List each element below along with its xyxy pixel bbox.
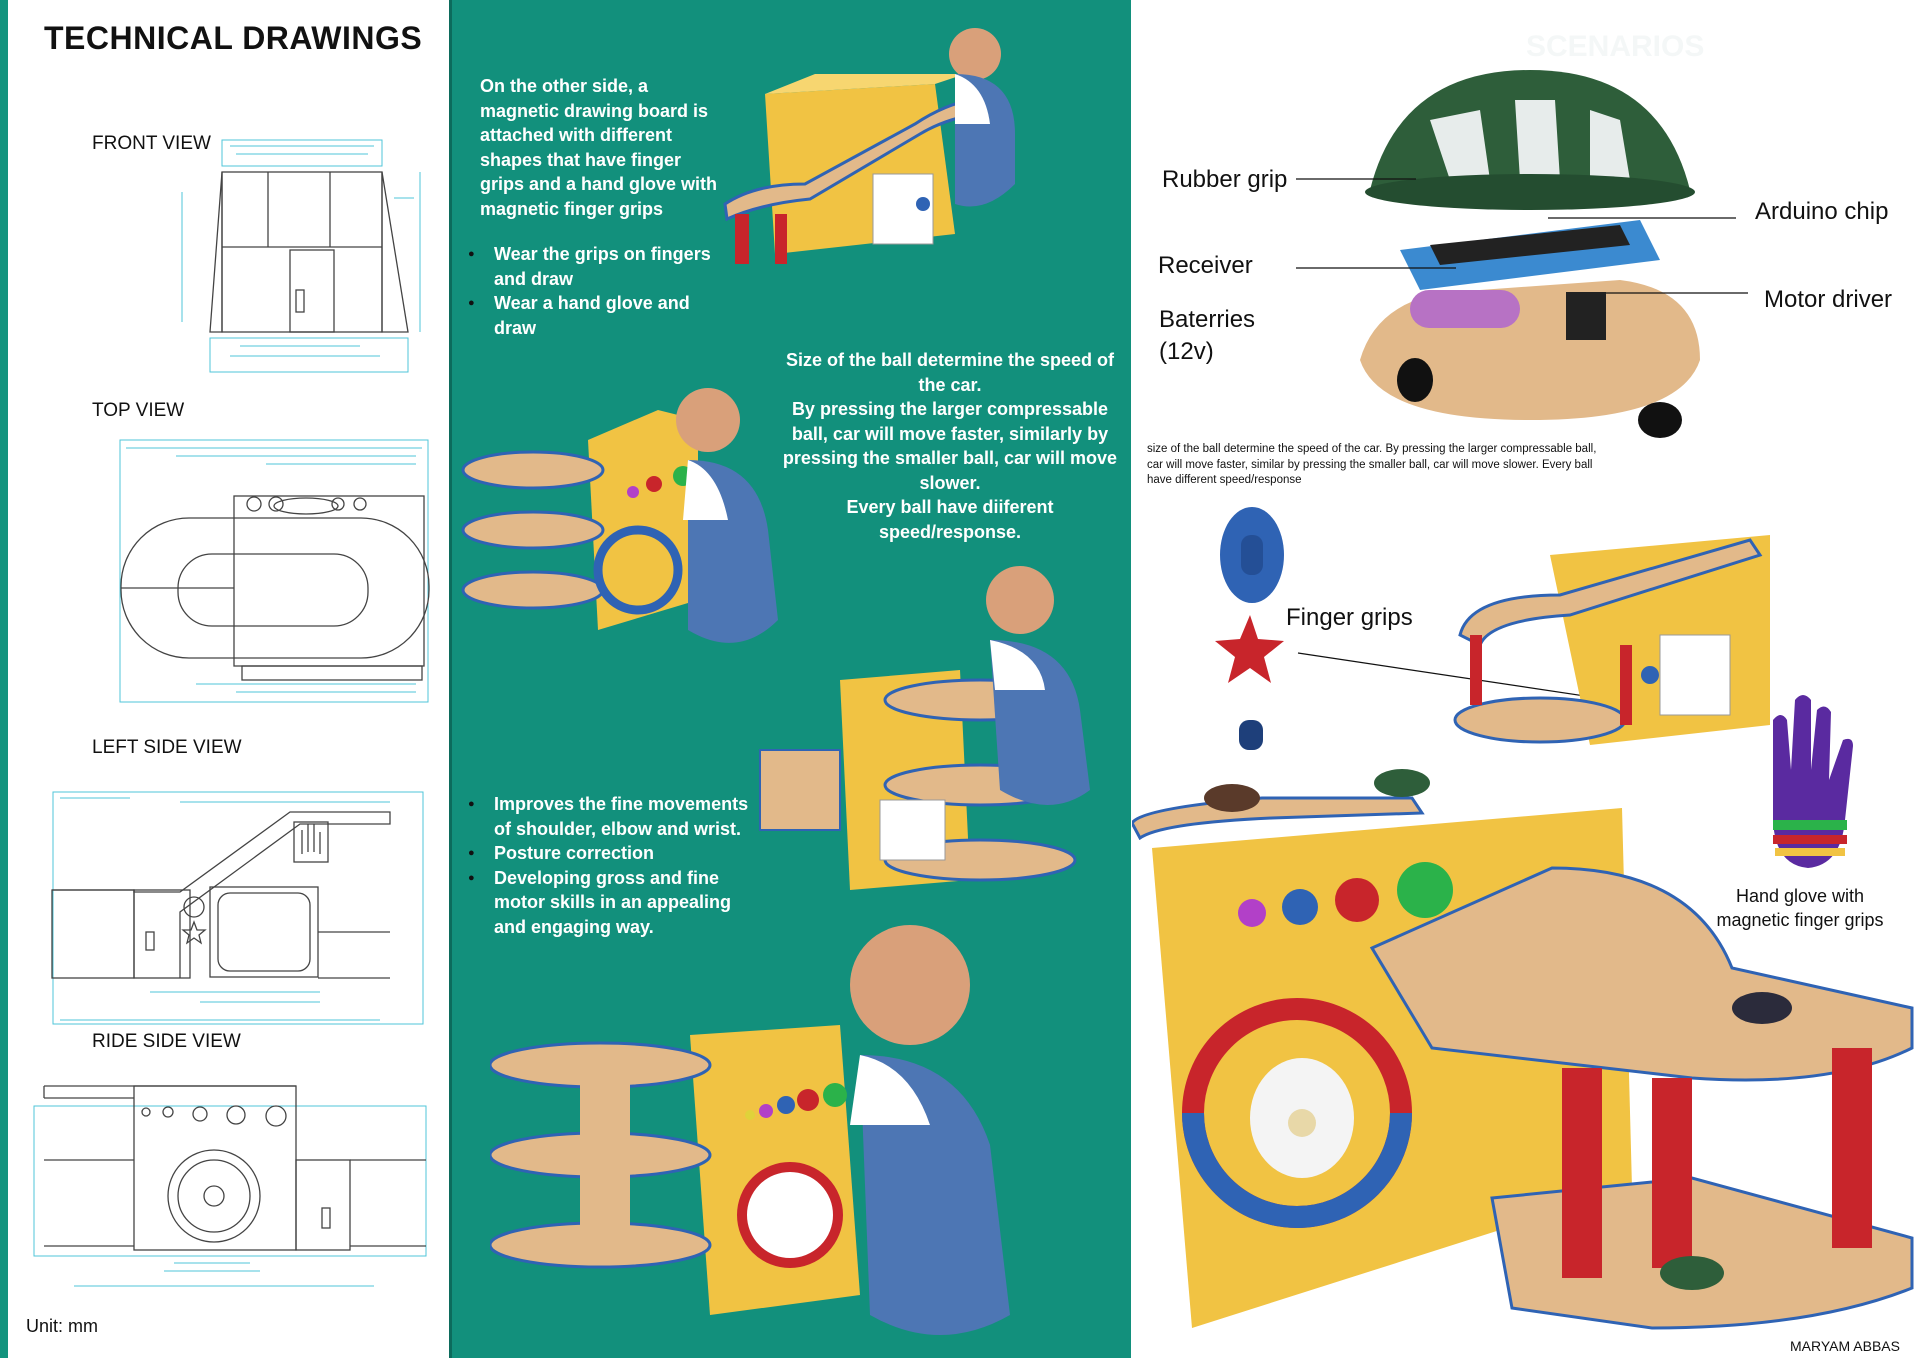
drawing-board-description: On the other side, a magnetic drawing bo…	[480, 74, 730, 221]
scenario-crayons-render	[759, 566, 1090, 890]
panel-divider	[449, 0, 452, 1358]
page-title: TECHNICAL DRAWINGS	[44, 20, 423, 56]
technical-drawings-panel: TECHNICAL DRAWINGS FRONT VIEW TOP VIEW L…	[0, 0, 450, 1358]
finger-grips-label: Finger grips	[1286, 604, 1413, 631]
right-side-view-label: RIDE SIDE VIEW	[92, 1031, 241, 1052]
receiver-label: Receiver	[1158, 252, 1253, 279]
car-callout-lines	[1296, 178, 1748, 294]
main-toy-render	[1132, 769, 1914, 1330]
ball-speed-description: Size of the ball determine the speed of …	[780, 348, 1120, 544]
scenario-buttons-render	[490, 925, 1010, 1335]
benefit-bullet-item: Developing gross and fine motor skills i…	[468, 866, 760, 940]
exploded-car-render	[1360, 70, 1700, 438]
top-view-label: TOP VIEW	[92, 400, 185, 421]
drawing-bullet-item: Wear a hand glove and draw	[468, 291, 730, 340]
arduino-chip-label: Arduino chip	[1755, 198, 1889, 225]
drawing-bullet-item: Wear the grips on fingers and draw	[468, 242, 730, 291]
scenario-steering-render	[461, 388, 778, 643]
ball-speed-line: By pressing the larger compressable ball…	[782, 399, 1118, 493]
drawing-board-paragraph: On the other side, a magnetic drawing bo…	[480, 76, 718, 219]
car-speed-note: size of the ball determine the speed of …	[1147, 443, 1597, 486]
scenarios-heading: SCENARIOS	[1526, 30, 1705, 63]
scenario-drawing-board-render	[723, 28, 1015, 264]
benefit-bullet-item: Improves the fine movements of shoulder,…	[468, 792, 760, 841]
designer-credit: MARYAM ABBAS	[1790, 1338, 1900, 1354]
ball-speed-line: Size of the ball determine the speed of …	[785, 350, 1115, 395]
left-accent-stripe	[0, 0, 8, 1358]
glove-caption-line: magnetic finger grips	[1716, 910, 1884, 930]
finger-grip-shapes	[1215, 507, 1284, 750]
glove-caption-line: Hand glove with	[1735, 886, 1865, 906]
benefits-list: Improves the fine movements of shoulder,…	[468, 792, 760, 940]
benefit-bullet-item: Posture correction	[468, 841, 760, 866]
rubber-grip-label: Rubber grip	[1162, 166, 1288, 193]
batteries-voltage-label: (12v)	[1159, 338, 1214, 365]
front-view-label: FRONT VIEW	[92, 133, 211, 154]
front-view-drawing	[181, 139, 421, 373]
left-side-view-drawing	[51, 791, 424, 1025]
ball-speed-line: Every ball have diiferent speed/response…	[846, 497, 1054, 542]
top-view-drawing	[119, 439, 430, 703]
hand-glove-render	[1773, 695, 1853, 868]
batteries-label: Baterries	[1159, 306, 1256, 333]
left-side-view-label: LEFT SIDE VIEW	[92, 737, 242, 758]
motor-driver-label: Motor driver	[1764, 286, 1893, 313]
glove-caption: Hand glove with magnetic finger grips	[1690, 884, 1910, 932]
unit-label: Unit: mm	[26, 1316, 98, 1336]
right-side-view-drawing	[33, 1085, 427, 1287]
drawing-bullets: Wear the grips on fingers and draw Wear …	[468, 242, 730, 340]
side-toy-render	[1453, 535, 1770, 745]
